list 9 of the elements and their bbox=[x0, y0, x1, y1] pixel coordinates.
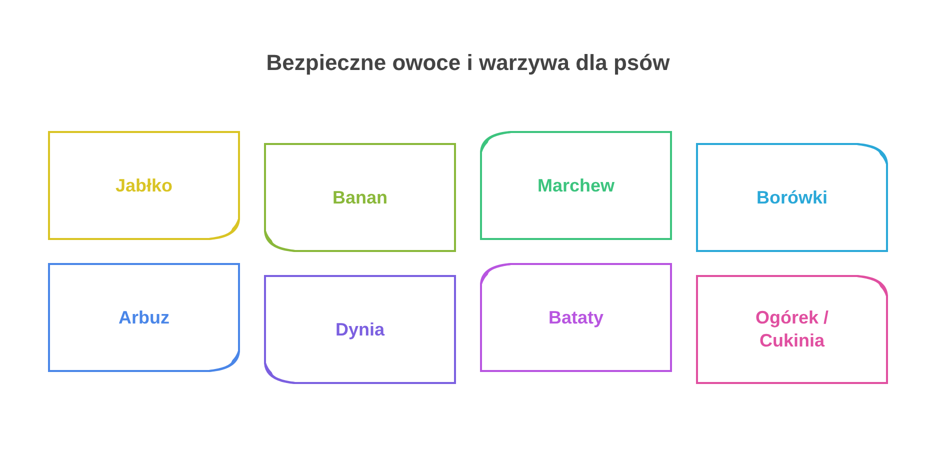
card-label: Arbuz bbox=[118, 306, 170, 329]
card-label: Banan bbox=[332, 186, 388, 209]
card-label: Dynia bbox=[335, 318, 385, 342]
card-label: Bataty bbox=[548, 306, 604, 330]
card-label: Ogórek / Cukinia bbox=[754, 306, 830, 352]
card-label: Borówki bbox=[756, 186, 828, 209]
card-label: Marchew bbox=[537, 174, 615, 197]
diagram-title: Bezpieczne owoce i warzywa dla psów bbox=[265, 50, 671, 76]
card-label: Jabłko bbox=[115, 174, 173, 197]
